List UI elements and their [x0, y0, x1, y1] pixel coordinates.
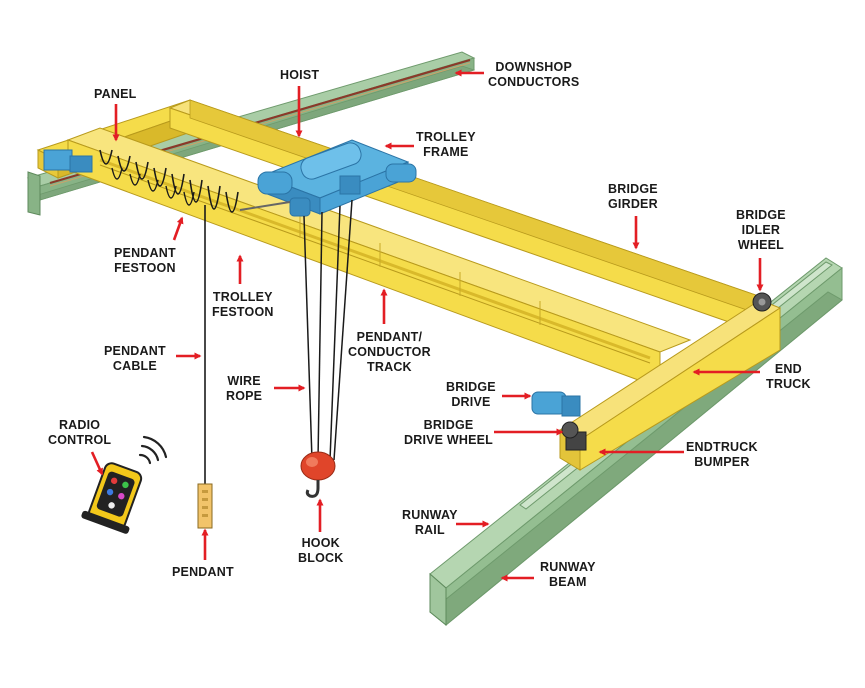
label-pendant-conductor-track-line2: CONDUCTOR [348, 345, 431, 359]
label-bridge-drive-wheel: BRIDGE DRIVE WHEEL [404, 418, 493, 448]
label-runway-rail-line1: RUNWAY [402, 508, 458, 522]
label-runway-rail: RUNWAY RAIL [402, 508, 458, 538]
label-runway-beam: RUNWAY BEAM [540, 560, 596, 590]
label-bridge-idler-wheel-line1: BRIDGE [736, 208, 786, 222]
label-pendant-conductor-track: PENDANT/ CONDUCTOR TRACK [348, 330, 431, 375]
trolley [257, 139, 417, 217]
label-pendant-line1: PENDANT [172, 565, 234, 579]
label-endtruck-bumper: ENDTRUCK BUMPER [686, 440, 758, 470]
radio-remote-icon [81, 462, 143, 534]
panel-box-2 [69, 155, 93, 173]
trolley-drive-motor [385, 163, 417, 183]
label-pendant: PENDANT [172, 565, 234, 580]
front-girder-stiffeners [299, 214, 541, 325]
label-bridge-idler-wheel-line2: IDLER [741, 223, 781, 237]
label-panel-line1: PANEL [94, 87, 137, 101]
remote-btn-white [108, 502, 115, 509]
label-bridge-girder: BRIDGE GIRDER [608, 182, 658, 212]
panel-box [43, 149, 73, 171]
label-wire-rope-line2: ROPE [226, 389, 263, 403]
label-panel: PANEL [94, 87, 136, 102]
arrow-radio-control [90, 451, 104, 476]
label-bridge-idler-wheel: BRIDGE IDLER WHEEL [736, 208, 786, 253]
hook-block [300, 451, 336, 498]
trolley-gear-2 [289, 197, 311, 217]
hoist-drum [300, 142, 362, 180]
label-trolley-frame: TROLLEY FRAME [416, 130, 476, 160]
festoon-rod [239, 201, 291, 211]
label-hoist-line1: HOIST [280, 68, 320, 82]
label-hook-block-line2: BLOCK [298, 551, 344, 565]
wire-rope [303, 199, 353, 461]
label-runway-beam-line1: RUNWAY [540, 560, 596, 574]
label-radio-control-line2: CONTROL [48, 433, 112, 447]
label-pendant-festoon-line1: PENDANT [114, 246, 176, 260]
label-wire-rope-line1: WIRE [227, 374, 261, 388]
remote-foot [81, 510, 130, 534]
label-wire-rope: WIRE ROPE [226, 374, 262, 404]
label-trolley-frame-line2: FRAME [423, 145, 469, 159]
label-pendant-cable-line2: CABLE [112, 359, 157, 373]
remote-btn-pink [118, 492, 125, 500]
hoist-motor [257, 171, 293, 195]
label-pendant-conductor-track-line1: PENDANT/ [356, 330, 423, 344]
hook-sheave-shine [306, 457, 318, 467]
label-end-truck: END TRUCK [766, 362, 811, 392]
label-bridge-drive-line1: BRIDGE [446, 380, 496, 394]
label-endtruck-bumper-line2: BUMPER [694, 455, 750, 469]
label-pendant-conductor-track-line3: TRACK [367, 360, 412, 374]
label-bridge-idler-wheel-line3: WHEEL [737, 238, 784, 252]
label-endtruck-bumper-line1: ENDTRUCK [686, 440, 758, 454]
pendant-festoon-loops [99, 149, 239, 213]
front-runway-end [429, 572, 447, 627]
label-pendant-cable-line1: PENDANT [104, 344, 166, 358]
label-trolley-frame-line1: TROLLEY [416, 130, 476, 144]
hook-sheave [300, 451, 336, 481]
trolley-festoon-loops [111, 167, 195, 206]
bridge-idler-wheel-hub [758, 298, 766, 306]
label-bridge-drive-line2: DRIVE [451, 395, 491, 409]
label-hook-block-line1: HOOK [301, 536, 340, 550]
label-end-truck-line2: TRUCK [766, 377, 811, 391]
label-radio-control-line1: RADIO [58, 418, 101, 432]
bridge-drive-wheel [561, 421, 579, 439]
front-girder-track-edge [99, 164, 651, 364]
bridge-drive-gearbox [561, 395, 581, 417]
bridge-drive-motor [531, 391, 567, 415]
control-panel [43, 149, 93, 173]
back-runway-end [27, 171, 41, 216]
label-pendant-festoon-line2: FESTOON [114, 261, 176, 275]
trolley-gear [339, 175, 361, 195]
label-runway-rail-line2: RAIL [414, 523, 445, 537]
label-downshop-conductors: DOWNSHOP CONDUCTORS [488, 60, 579, 90]
label-downshop-conductors-line2: CONDUCTORS [488, 75, 580, 89]
label-pendant-cable: PENDANT CABLE [104, 344, 166, 374]
label-end-truck-line1: END [774, 362, 802, 376]
label-bridge-drive-wheel-line2: DRIVE WHEEL [404, 433, 494, 447]
label-bridge-drive-wheel-line1: BRIDGE [423, 418, 474, 432]
label-bridge-girder-line1: BRIDGE [608, 182, 658, 196]
remote-btn-blue [106, 488, 114, 496]
label-runway-beam-line2: BEAM [549, 575, 587, 589]
remote-btn-green [122, 481, 129, 489]
bridge-drive [531, 391, 581, 439]
label-hook-block: HOOK BLOCK [298, 536, 343, 566]
label-downshop-conductors-line1: DOWNSHOP [495, 60, 572, 74]
label-trolley-festoon-line2: FESTOON [212, 305, 274, 319]
label-trolley-festoon-line1: TROLLEY [212, 290, 273, 304]
label-hoist: HOIST [280, 68, 319, 83]
label-bridge-girder-line2: GIRDER [608, 197, 658, 211]
pendant-buttons [202, 490, 208, 517]
label-pendant-festoon: PENDANT FESTOON [114, 246, 176, 276]
callout-arrows [90, 69, 764, 582]
label-bridge-drive: BRIDGE DRIVE [446, 380, 496, 410]
label-trolley-festoon: TROLLEY FESTOON [212, 290, 274, 320]
label-radio-control: RADIO CONTROL [48, 418, 111, 448]
arrow-pendant-festoon [172, 216, 184, 241]
remote-btn-red [110, 477, 118, 484]
signal-waves-icon [138, 435, 168, 465]
hook [305, 480, 320, 498]
